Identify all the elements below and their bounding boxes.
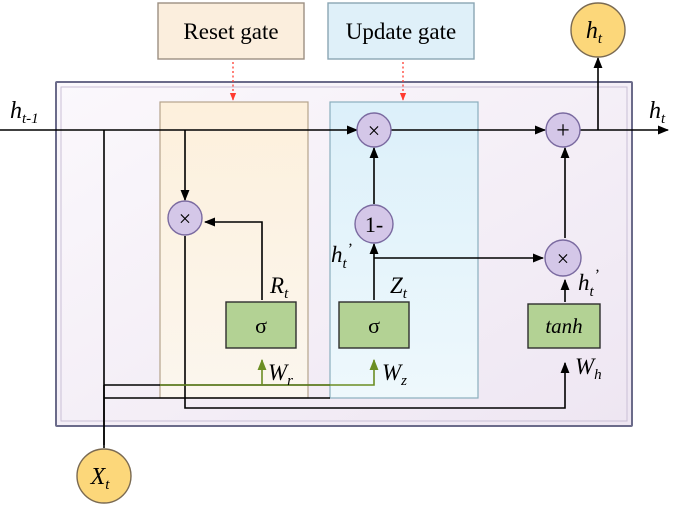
update-sigmoid-box: σ [338, 301, 410, 349]
top-multiply-node: × [356, 112, 392, 148]
add-node: + [545, 112, 581, 148]
svg-text:1-: 1- [365, 212, 383, 237]
reset-gate-label: Reset gate [183, 19, 278, 44]
svg-text:×: × [368, 118, 380, 143]
svg-text:σ: σ [255, 313, 267, 338]
one-minus-node: 1- [354, 204, 394, 244]
reset-gate-label-box: Reset gate [157, 2, 305, 60]
svg-text:×: × [557, 246, 569, 271]
svg-text:+: + [556, 118, 570, 144]
update-gate-label: Update gate [346, 19, 456, 44]
update-gate-region [329, 101, 479, 399]
reset-gate-region [159, 101, 309, 399]
w-z-label: Wz [382, 360, 407, 389]
h-candidate-left-label: ht’ [331, 241, 352, 272]
tanh-box: tanh [527, 303, 601, 349]
h-out-right-label: ht [649, 98, 666, 127]
w-h-label: Wh [575, 354, 602, 383]
h-candidate-right-label: ht’ [578, 267, 599, 300]
z-t-label: Zt [390, 273, 408, 302]
svg-text:σ: σ [368, 313, 380, 338]
reset-sigmoid-box: σ [225, 301, 297, 349]
reset-multiply-node: × [167, 200, 203, 236]
update-gate-label-box: Update gate [327, 2, 475, 60]
w-r-label: Wr [268, 360, 293, 389]
candidate-multiply-node: × [544, 239, 582, 277]
h-prev-label: ht-1 [10, 98, 39, 127]
svg-text:Xt: Xt [90, 464, 111, 493]
svg-text:ht: ht [586, 18, 603, 47]
output-ht-node: ht [570, 2, 626, 58]
svg-text:×: × [179, 206, 191, 231]
r-t-label: Rt [269, 273, 289, 302]
svg-text:tanh: tanh [545, 314, 582, 338]
input-xt-node: Xt [76, 448, 132, 504]
